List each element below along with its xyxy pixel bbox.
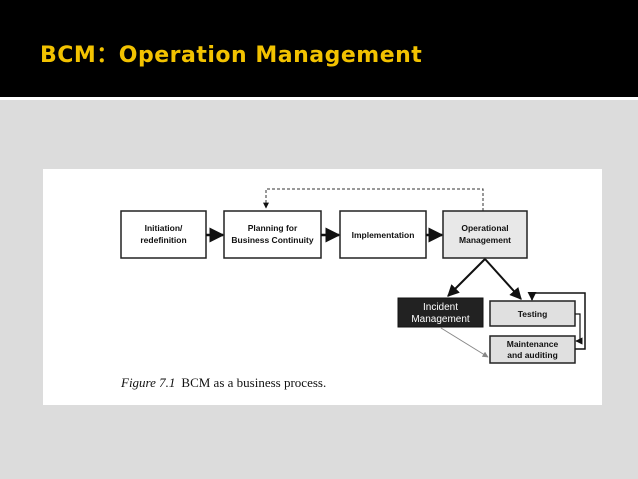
loop-testing-to-maintenance — [575, 313, 583, 345]
node-initiation: Initiation/ redefinition — [120, 210, 207, 259]
node-operational-line-2: Management — [459, 235, 511, 245]
node-incident-line-1: Incident — [423, 302, 458, 313]
node-planning-line-2: Business Continuity — [231, 235, 313, 245]
loop-testing-maintenance-outer — [527, 291, 586, 350]
figure-panel: Initiation/ redefinition Planning for Bu… — [43, 169, 602, 405]
arrow-operational-to-incident — [447, 258, 486, 297]
arrow-incident-to-maintenance — [440, 327, 489, 358]
node-implementation: Implementation — [339, 210, 427, 259]
node-testing-line-1: Testing — [518, 309, 548, 319]
node-initiation-line-2: redefinition — [140, 235, 186, 245]
feedback-loop-arrow — [263, 188, 484, 211]
figure-caption: Figure 7.1 BCM as a business process. — [121, 375, 326, 391]
figure-caption-text: BCM as a business process. — [181, 375, 327, 390]
node-operational: Operational Management — [442, 210, 528, 259]
arrow-operational-to-testing — [484, 258, 522, 300]
node-planning: Planning for Business Continuity — [223, 210, 322, 259]
node-incident: Incident Management — [397, 297, 484, 328]
node-maintenance: Maintenance and auditing — [489, 335, 576, 364]
node-initiation-line-1: Initiation/ — [145, 223, 183, 233]
node-testing: Testing — [489, 300, 576, 327]
node-operational-line-1: Operational — [461, 223, 508, 233]
figure-number: Figure 7.1 — [121, 375, 176, 390]
node-implementation-line-1: Implementation — [352, 230, 415, 240]
node-maintenance-line-2: and auditing — [507, 350, 558, 360]
title-bar: BCM：Operation Management — [0, 0, 638, 100]
node-incident-line-2: Management — [411, 314, 470, 325]
slide-title: BCM：Operation Management — [40, 43, 423, 68]
node-maintenance-line-1: Maintenance — [507, 339, 559, 349]
bcm-process-diagram: Initiation/ redefinition Planning for Bu… — [120, 188, 586, 364]
node-planning-line-1: Planning for — [248, 223, 298, 233]
